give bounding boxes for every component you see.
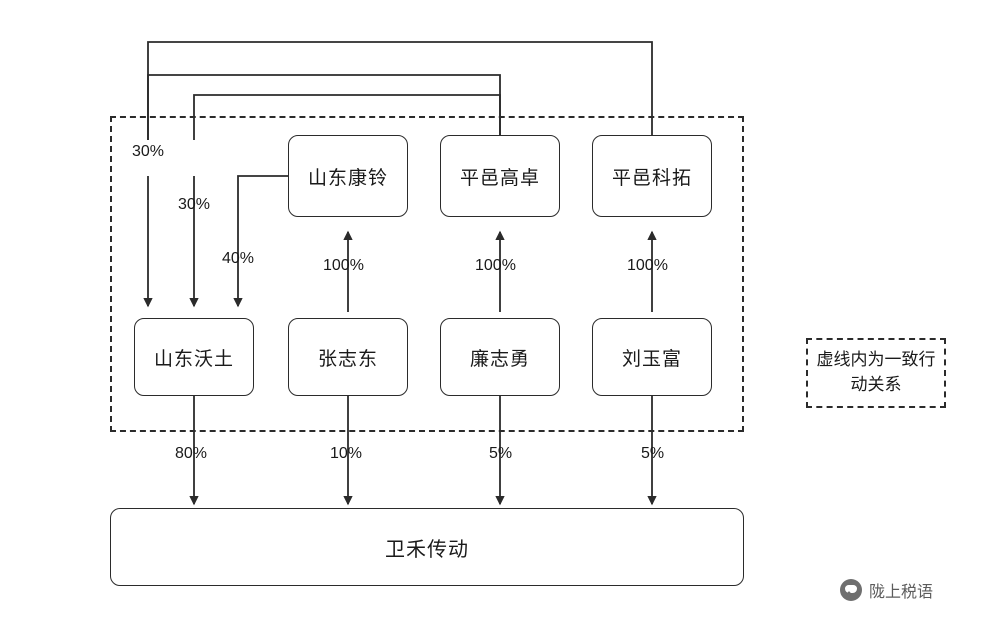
watermark-text: 陇上税语 [869,584,934,601]
node-wotu[interactable]: 山东沃土 [134,318,254,396]
edge-label-40: 40% [222,250,255,267]
edge-label-100-kangling: 100% [323,257,364,274]
node-label: 平邑高卓 [459,167,540,189]
node-weihe[interactable]: 卫禾传动 [110,508,744,586]
edge-label-30-right: 30% [178,196,211,213]
node-label: 刘玉富 [621,348,682,370]
node-label: 卫禾传动 [385,538,469,561]
wechat-official-account-icon [840,579,862,601]
node-label: 张志东 [317,348,378,370]
edge-label-80: 80% [175,445,208,462]
edge-label-30-left: 30% [132,143,165,160]
edge-label-100-gaozhuo: 100% [475,257,516,274]
watermark: 陇上税语 [840,578,933,602]
node-label: 廉志勇 [469,348,530,370]
node-label: 山东康铃 [307,167,388,189]
node-liuyufu[interactable]: 刘玉富 [592,318,712,396]
legend-text: 虚线内为一致行动关系 [816,350,936,394]
node-lianzhiyong[interactable]: 廉志勇 [440,318,560,396]
edge-label-5-lianzhiyong: 5% [489,445,513,462]
node-label: 山东沃土 [153,348,234,370]
node-zhangzhidong[interactable]: 张志东 [288,318,408,396]
edge-label-100-ketuo: 100% [627,257,668,274]
node-kangling[interactable]: 山东康铃 [288,135,408,217]
node-ketuo[interactable]: 平邑科拓 [592,135,712,217]
edge-label-5-liuyufu: 5% [641,445,665,462]
edge-label-10: 10% [330,445,363,462]
node-gaozhuo[interactable]: 平邑高卓 [440,135,560,217]
legend-box: 虚线内为一致行动关系 [806,338,946,408]
node-label: 平邑科拓 [611,167,692,189]
